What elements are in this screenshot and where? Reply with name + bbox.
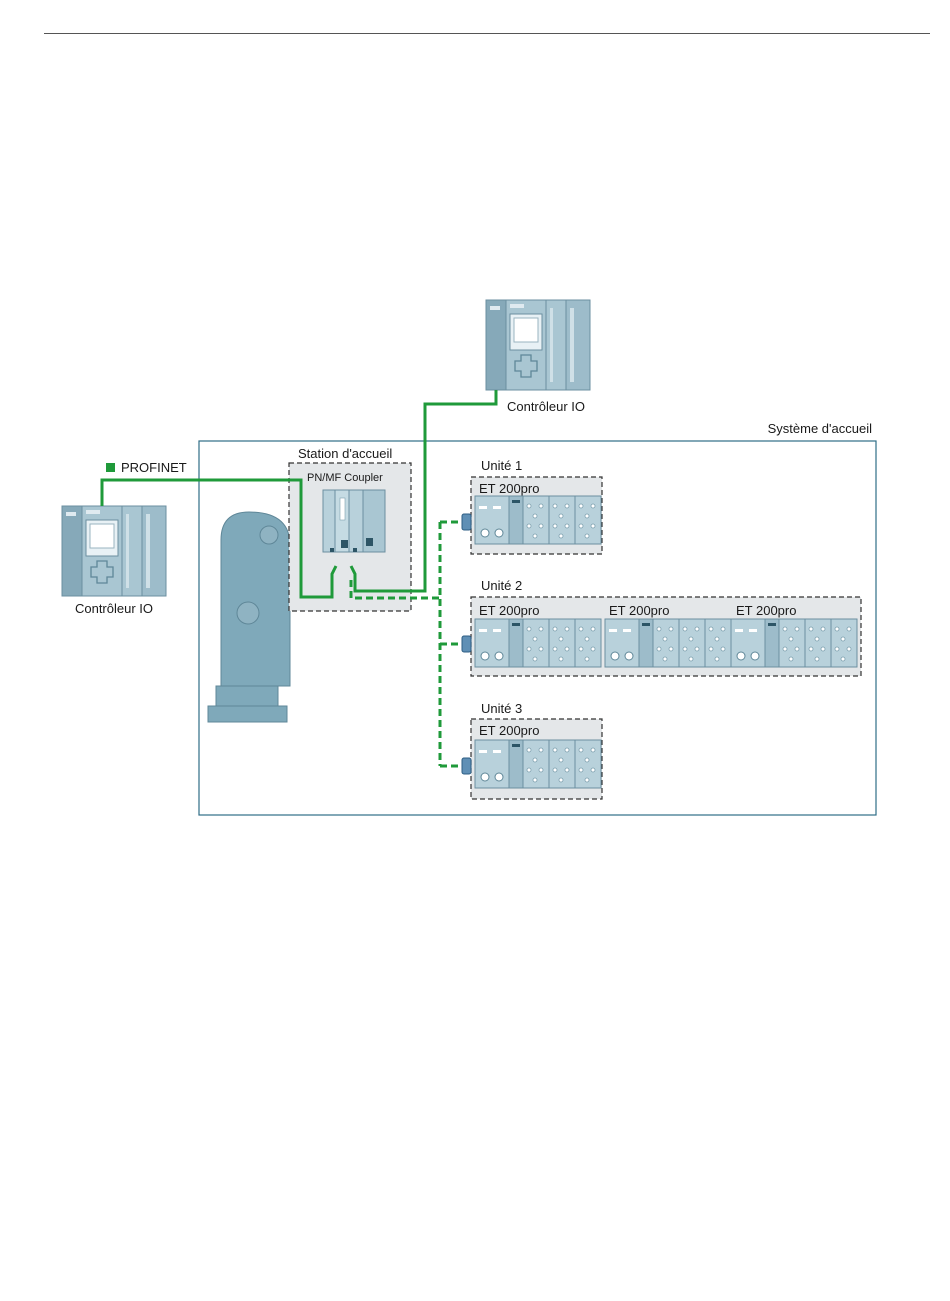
unit-2-connector (462, 636, 471, 652)
io-controller-left-label: Contrôleur IO (75, 601, 153, 616)
io-controller-top-label: Contrôleur IO (507, 399, 585, 414)
unit-3-device-1-label: ET 200pro (479, 723, 539, 738)
unit-2-et200pro-1 (475, 619, 601, 667)
unit-3-label: Unité 3 (481, 701, 522, 716)
unit-2-et200pro-3 (731, 619, 857, 667)
unit-3-connector (462, 758, 471, 774)
profinet-legend-label: PROFINET (121, 460, 187, 475)
pn-mf-coupler (323, 490, 385, 552)
unit-1-device-1-label: ET 200pro (479, 481, 539, 496)
unit-3-et200pro-1 (475, 740, 601, 788)
unit-1-label: Unité 1 (481, 458, 522, 473)
unit-2-device-1-label: ET 200pro (479, 603, 539, 618)
robot-arm (208, 512, 296, 722)
io-controller-left (62, 506, 166, 596)
unit-1-et200pro-1 (475, 496, 601, 544)
unit-2-et200pro-2 (605, 619, 731, 667)
unit-2-device-3-label: ET 200pro (736, 603, 796, 618)
profinet-legend-swatch (106, 463, 115, 472)
unit-1-connector (462, 514, 471, 530)
unit-2-label: Unité 2 (481, 578, 522, 593)
unit-2-device-2-label: ET 200pro (609, 603, 669, 618)
coupler-label: PN/MF Coupler (307, 472, 383, 484)
io-controller-top (486, 300, 590, 390)
home-system-label: Système d'accueil (768, 421, 872, 436)
home-station-label: Station d'accueil (298, 446, 392, 461)
